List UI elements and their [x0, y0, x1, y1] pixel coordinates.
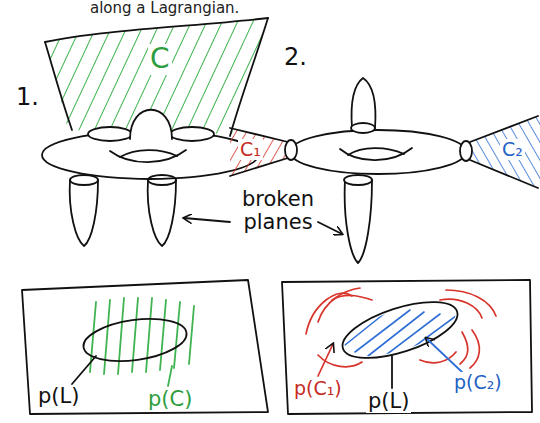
- region-label: C: [148, 44, 172, 75]
- figure-number: 2.: [282, 44, 309, 70]
- projection-label: p(C): [146, 388, 194, 411]
- projection-label: p(L): [366, 390, 411, 413]
- note-text: along a Lagrangian.: [88, 0, 241, 17]
- figure-number: 1.: [14, 84, 41, 110]
- projection-label: p(L): [36, 385, 81, 408]
- annotation-text: broken planes: [232, 188, 324, 234]
- region-label: C₂: [500, 139, 525, 160]
- projection-label: p(C₁): [292, 378, 344, 399]
- projection-label: p(C₂): [452, 372, 504, 393]
- region-label: C₁: [238, 139, 263, 160]
